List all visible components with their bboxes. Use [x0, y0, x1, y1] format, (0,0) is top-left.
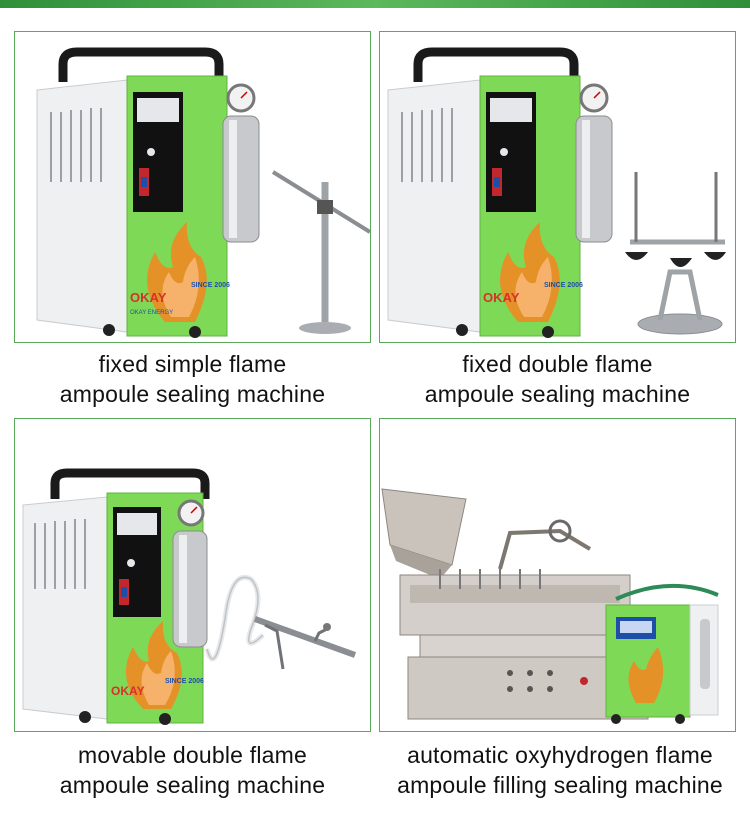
caption-line2: ampoule sealing machine [59, 772, 326, 798]
brand-logo: OKAY [130, 290, 167, 305]
svg-text:OKAY: OKAY [483, 290, 520, 305]
caption-line2: ampoule sealing machine [424, 381, 691, 407]
brand-name: OKAY ENERGY [130, 310, 173, 316]
svg-text:SINCE 2006: SINCE 2006 [544, 282, 583, 289]
caption-line2: ampoule sealing machine [59, 381, 326, 407]
caption-line1: fixed double flame [462, 351, 653, 377]
caption-line1: fixed simple flame [98, 351, 287, 377]
caption-fixed-double-flame: fixed double flame ampoule sealing machi… [379, 349, 736, 409]
flame-logo-icon [147, 222, 207, 322]
caption-movable-double-flame: movable double flame ampoule sealing mac… [14, 740, 371, 800]
caption-line1: movable double flame [77, 742, 308, 768]
product-image-automatic-filling-sealing [379, 418, 736, 732]
header-bar [0, 0, 750, 8]
caption-automatic-filling-sealing: automatic oxyhydrogen flame ampoule fill… [370, 740, 750, 800]
product-image-movable-double-flame: OKAY SINCE 2006 [14, 418, 371, 732]
brand-since: SINCE 2006 [191, 282, 230, 289]
caption-line2: ampoule filling sealing machine [397, 772, 723, 798]
svg-text:SINCE 2006: SINCE 2006 [165, 678, 204, 685]
caption-line1: automatic oxyhydrogen flame [407, 742, 713, 768]
svg-text:OKAY: OKAY [111, 684, 145, 698]
caption-fixed-simple-flame: fixed simple flame ampoule sealing machi… [14, 349, 371, 409]
product-image-fixed-double-flame: OKAY SINCE 2006 [379, 31, 736, 343]
product-image-fixed-simple-flame: OKAY OKAY ENERGY SINCE 2006 [14, 31, 371, 343]
